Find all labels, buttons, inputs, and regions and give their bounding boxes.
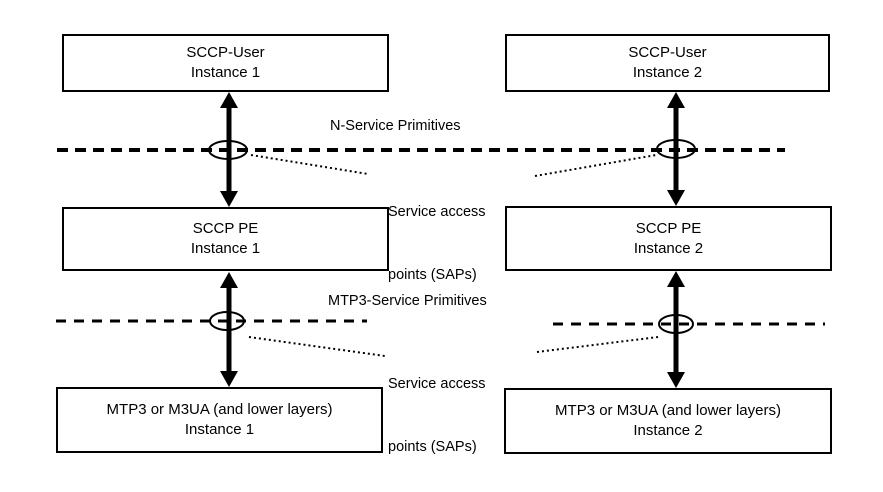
box-line-1: MTP3 or M3UA (and lower layers) — [106, 401, 333, 418]
box-line-2: Instance 1 — [190, 64, 261, 81]
label-n-service-primitives: N-Service Primitives — [330, 118, 461, 134]
sap-ellipse-lower-left — [209, 311, 245, 331]
arrow-sccp-user-2-to-sccp-pe-2 — [667, 92, 685, 206]
leader-line-upper-left — [250, 154, 369, 175]
sap-ellipse-upper-left — [208, 140, 248, 160]
box-line-2: Instance 1 — [190, 240, 261, 257]
sap-ellipse-upper-right — [656, 139, 696, 159]
box-line-1: SCCP-User — [186, 44, 265, 61]
label-line-1: Service access — [388, 204, 486, 220]
leader-line-upper-right — [534, 154, 657, 177]
leader-line-lower-right — [536, 336, 659, 353]
box-sccp-pe-instance-1: SCCP PE Instance 1 — [62, 207, 389, 271]
arrow-sccp-pe-2-to-mtp3-2 — [667, 271, 685, 388]
box-line-2: Instance 2 — [633, 422, 703, 439]
box-line-2: Instance 1 — [184, 421, 255, 438]
label-line-2: points (SAPs) — [388, 439, 477, 455]
box-line-1: SCCP PE — [192, 220, 259, 237]
box-line-1: SCCP PE — [635, 219, 702, 237]
leader-line-lower-left — [248, 336, 386, 357]
arrow-sccp-user-1-to-sccp-pe-1 — [220, 92, 238, 207]
box-mtp3-m3ua-instance-2: MTP3 or M3UA (and lower layers) Instance… — [504, 388, 832, 454]
box-mtp3-m3ua-instance-1: MTP3 or M3UA (and lower layers) Instance… — [56, 387, 383, 453]
box-sccp-user-instance-2: SCCP-User Instance 2 — [505, 34, 830, 92]
box-line-2: Instance 2 — [633, 239, 704, 257]
label-line-1: Service access — [388, 376, 486, 392]
label-line-2: points (SAPs) — [388, 267, 477, 283]
box-sccp-user-instance-1: SCCP-User Instance 1 — [62, 34, 389, 92]
label-service-access-points-lower: Service access points (SAPs) — [388, 332, 486, 492]
box-sccp-pe-instance-2: SCCP PE Instance 2 — [505, 206, 832, 271]
box-line-1: MTP3 or M3UA (and lower layers) — [555, 402, 781, 419]
label-service-access-points-upper: Service access points (SAPs) — [388, 160, 486, 328]
box-line-1: SCCP-User — [628, 44, 707, 61]
label-mtp3-service-primitives: MTP3-Service Primitives — [328, 293, 487, 309]
box-line-2: Instance 2 — [632, 64, 703, 81]
sap-ellipse-lower-right — [658, 314, 694, 334]
